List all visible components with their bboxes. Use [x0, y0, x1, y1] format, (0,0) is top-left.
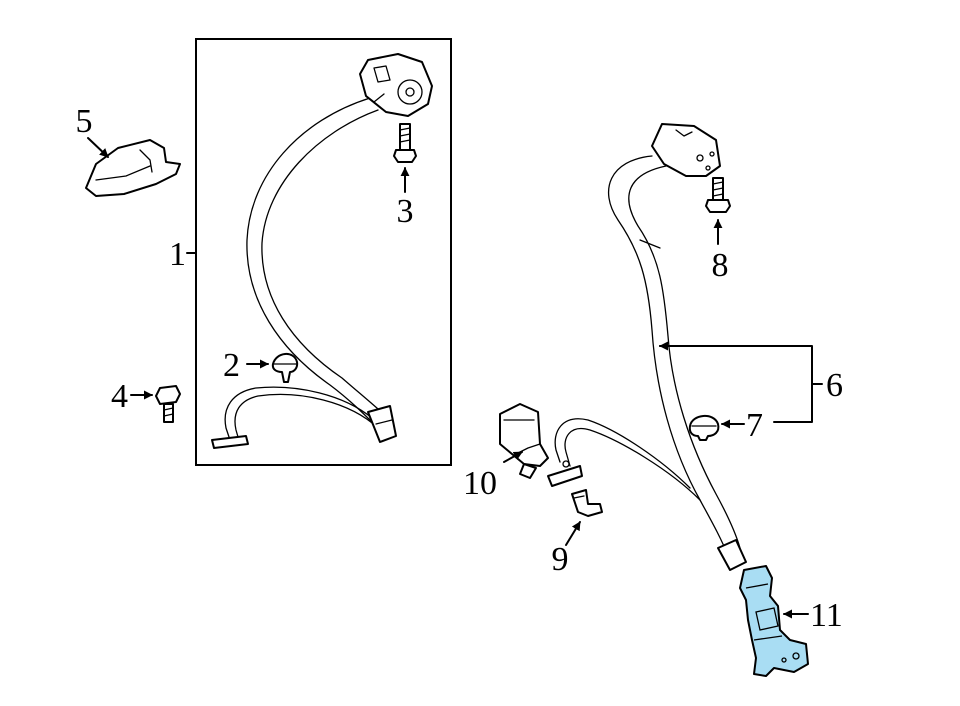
- belt-guide-cover-5[interactable]: [85, 139, 181, 197]
- callout-1: 1: [169, 236, 186, 273]
- bolt-3[interactable]: [393, 123, 417, 163]
- callout-3: 3: [397, 193, 414, 230]
- bolt-8[interactable]: [705, 177, 731, 213]
- leader-10: [503, 451, 523, 463]
- callout-6: 6: [826, 367, 843, 404]
- stud-bolt-9[interactable]: [571, 489, 603, 517]
- seat-belt-assembly-left[interactable]: [211, 53, 433, 449]
- callout-2: 2: [223, 347, 240, 384]
- bolt-4[interactable]: [155, 385, 181, 423]
- callout-7: 7: [746, 407, 763, 444]
- seat-belt-buckle-11[interactable]: [739, 565, 809, 677]
- callout-5: 5: [76, 103, 93, 140]
- push-clip-2[interactable]: [271, 353, 299, 383]
- callout-8: 8: [712, 247, 729, 284]
- seat-belt-assembly-right[interactable]: [547, 123, 747, 571]
- push-clip-7[interactable]: [688, 415, 720, 441]
- callout-10: 10: [463, 465, 497, 502]
- leader-6: [659, 345, 823, 423]
- callout-4: 4: [111, 378, 128, 415]
- callout-11: 11: [810, 597, 843, 634]
- leader-5: [87, 137, 109, 158]
- leader-9: [565, 521, 581, 546]
- callout-9: 9: [552, 541, 569, 578]
- buckle-anchor-10[interactable]: [499, 403, 549, 479]
